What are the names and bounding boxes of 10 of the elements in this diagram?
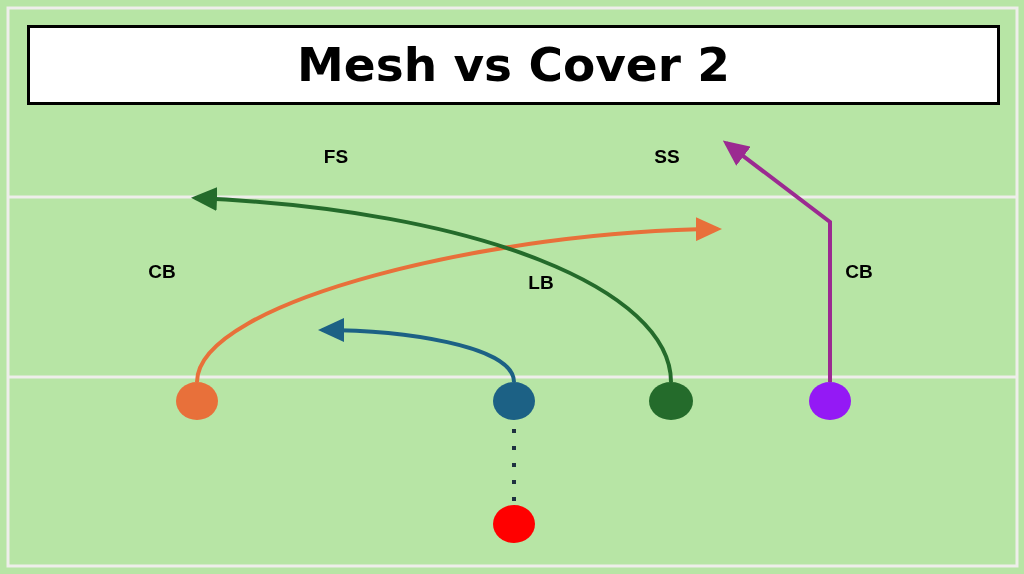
position-label: FS [323, 146, 349, 168]
route-arrow [191, 187, 673, 383]
title-banner: Mesh vs Cover 2 [27, 25, 1000, 105]
route-arrow [722, 140, 832, 382]
route-arrow [195, 217, 722, 383]
position-label: CB [148, 261, 176, 283]
position-label: CB [845, 261, 873, 283]
route-arrow [318, 318, 516, 383]
position-label: LB [528, 272, 554, 294]
position-label: SS [654, 146, 680, 168]
